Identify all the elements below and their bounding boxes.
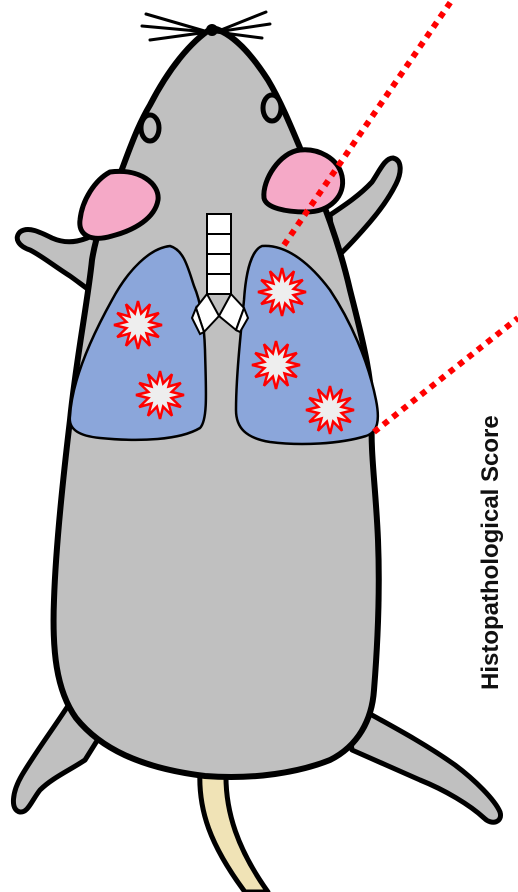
leader-line-lower [374,318,518,432]
right-eye [263,95,281,121]
right-lung [236,246,378,444]
axis-label: Histopathological Score [477,415,504,690]
left-eye [141,115,159,141]
mouse-nose [206,24,218,36]
mouse-tail [200,770,268,892]
